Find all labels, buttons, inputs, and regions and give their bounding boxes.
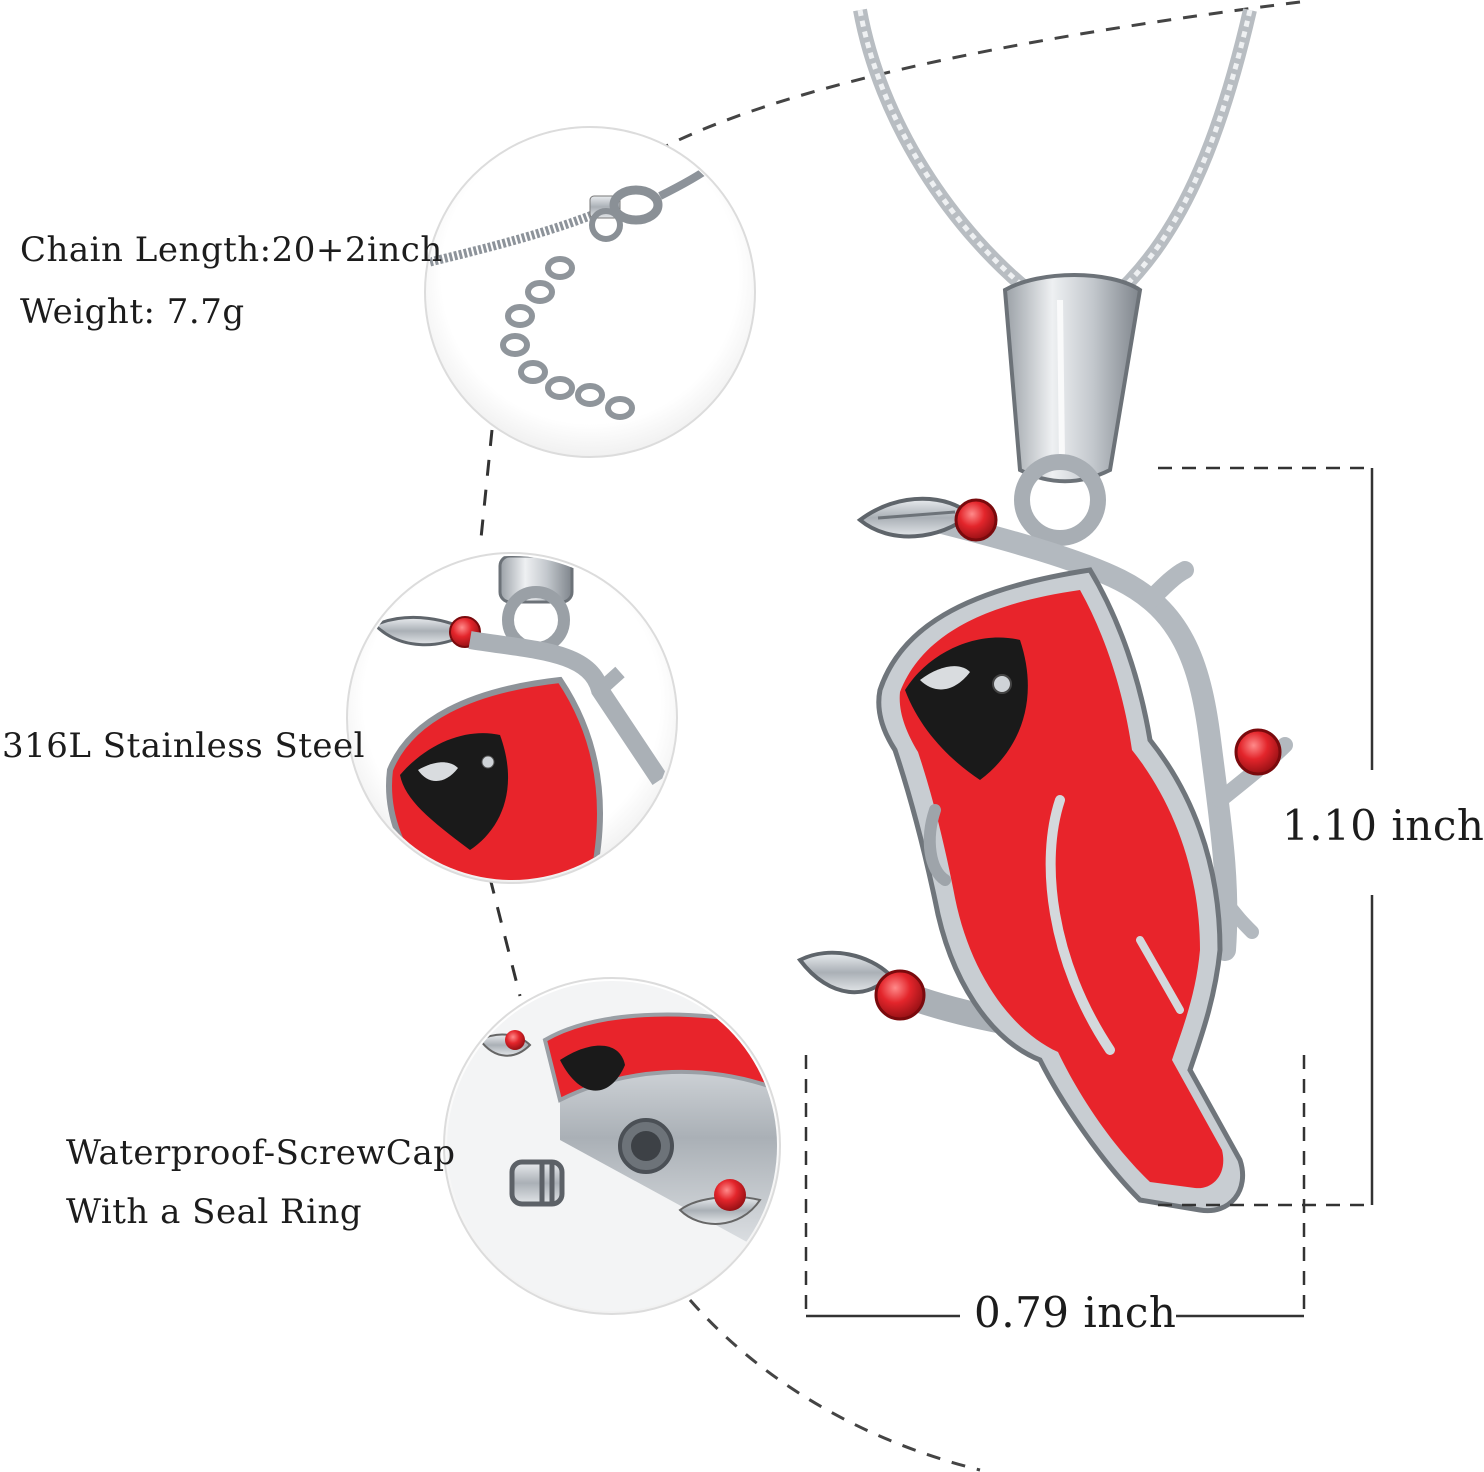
screwcap-label: Waterproof-ScrewCap: [66, 1133, 456, 1173]
steel-detail-circle: [346, 552, 678, 884]
screwcap-detail-circle: [443, 977, 781, 1315]
material-label: 316L Stainless Steel: [2, 726, 366, 766]
cardinal-pendant: [796, 8, 1293, 1214]
clasp-detail-circle: [424, 126, 756, 458]
seal-ring-label: With a Seal Ring: [66, 1192, 363, 1232]
dashed-arc: [639, 0, 1301, 162]
height-dimension-label: 1.10 inch: [1282, 801, 1484, 850]
chain-length-label: Chain Length:20+2inch: [20, 230, 443, 270]
width-dimension-label: 0.79 inch: [974, 1288, 1177, 1337]
height-dimension: [1158, 466, 1374, 1207]
weight-label: Weight: 7.7g: [20, 292, 245, 332]
dashed-arc-lower: [688, 1299, 981, 1472]
width-dimension: [804, 1055, 1306, 1318]
